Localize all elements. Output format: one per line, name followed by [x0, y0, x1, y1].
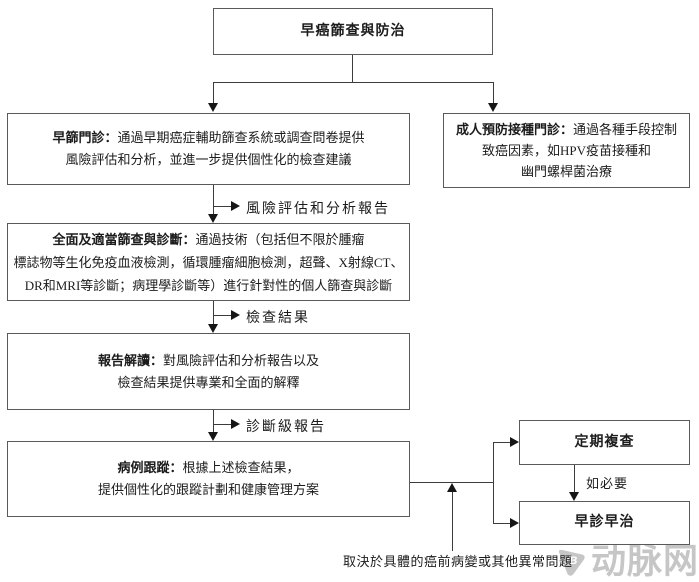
box-title: 早篩門診： [52, 130, 118, 145]
label-if-necessary: 如必要 [586, 476, 629, 491]
box-title: 早診早治 [574, 515, 635, 530]
box-text: DR和MRI等診斷；病理學診斷等）進行針對性的個人篩查與診斷 [24, 277, 393, 293]
box-title: 報告解讀： [97, 352, 163, 368]
connector-line [213, 315, 231, 316]
flow-box-screening-clinic: 早篩門診：通過早期癌症輔助篩查系統或調查問卷提供 風險評估和分析，並進一步提供個… [7, 113, 410, 185]
svg-text:VB: VB [562, 555, 577, 567]
box-title: 病例跟蹤： [117, 460, 183, 475]
arrowhead-down-icon [208, 103, 218, 112]
connector-line [410, 482, 494, 483]
box-text: 根據上述檢查結果， [182, 460, 300, 475]
connector-line [213, 301, 214, 324]
box-text: 標誌物等生化免疫血液檢測，循環腫瘤細胞檢測，超聲、X射線CT、 [13, 254, 404, 270]
box-text: 通過各種手段控制 [573, 122, 678, 137]
arrowhead-right-icon [510, 437, 519, 447]
box-title: 成人預防接種門診： [455, 122, 573, 137]
connector-line [452, 492, 453, 551]
label-exam-result: 檢查結果 [246, 311, 310, 326]
arrowhead-right-icon [231, 310, 240, 320]
connector-line [493, 82, 494, 104]
vb-logo-icon: VB [555, 548, 586, 577]
arrowhead-right-icon [231, 419, 240, 429]
label-diagnostic-report: 診斷級報告 [246, 420, 326, 435]
box-text: 風險評估和分析，並進一步提供個性化的檢查建議 [65, 152, 352, 167]
box-title: 全面及適當篩查與診斷： [52, 231, 196, 247]
box-text: 致癌因素，如HPV疫苗接種和 [481, 143, 651, 158]
connector-line [213, 82, 494, 83]
arrowhead-down-icon [208, 432, 218, 441]
arrowhead-up-icon [447, 483, 457, 492]
arrowhead-down-icon [208, 214, 218, 223]
arrowhead-right-icon [231, 201, 240, 211]
flow-box-early-treatment: 早診早治 [519, 501, 690, 545]
connector-line [213, 185, 214, 214]
arrowhead-down-icon [488, 103, 498, 112]
watermark-text: 动脉网 [590, 542, 699, 581]
box-text: 通過技術（包括但不限於腫瘤 [195, 231, 365, 247]
arrowhead-right-icon [510, 518, 519, 528]
flow-box-vaccination-clinic: 成人預防接種門診：通過各種手段控制 致癌因素，如HPV疫苗接種和 幽門螺桿菌治療 [443, 113, 690, 188]
arrowhead-down-icon [208, 324, 218, 333]
label-risk-report: 風險評估和分析報告 [246, 202, 390, 217]
connector-line [493, 442, 494, 523]
box-title: 定期複查 [574, 434, 635, 450]
arrowhead-down-icon [569, 492, 579, 501]
label-depends-note: 取決於具體的癌前病變或其他異常問題 [343, 554, 573, 569]
connector-line [493, 442, 510, 443]
connector-line [213, 82, 214, 104]
connector-line [493, 523, 510, 524]
flow-box-report-interpretation: 報告解讀：對風險評估和分析報告以及 檢查結果提供專業和全面的解釋 [7, 333, 410, 410]
connector-line [574, 465, 575, 492]
watermark: VB 动脉网 [555, 542, 699, 582]
box-text: 對風險評估和分析報告以及 [163, 352, 320, 368]
box-text: 提供個性化的跟蹤計劃和健康管理方案 [97, 482, 319, 497]
flow-box-comprehensive-screening: 全面及適當篩查與診斷：通過技術（包括但不限於腫瘤 標誌物等生化免疫血液檢測，循環… [7, 223, 410, 301]
box-text: 幽門螺桿菌治療 [520, 164, 612, 179]
flow-box-case-tracking: 病例跟蹤：根據上述檢查結果， 提供個性化的跟蹤計劃和健康管理方案 [7, 441, 410, 517]
flow-box-periodic-review: 定期複查 [519, 420, 690, 465]
connector-line [352, 55, 353, 82]
box-title: 早癌篩查與防治 [300, 23, 406, 39]
connector-line [213, 424, 231, 425]
box-text: 通過早期癌症輔助篩查系統或調查問卷提供 [117, 130, 365, 145]
flow-box-root: 早癌篩查與防治 [213, 8, 493, 55]
connector-line [213, 410, 214, 432]
connector-line [213, 206, 231, 207]
box-text: 檢查結果提供專業和全面的解釋 [117, 374, 300, 390]
